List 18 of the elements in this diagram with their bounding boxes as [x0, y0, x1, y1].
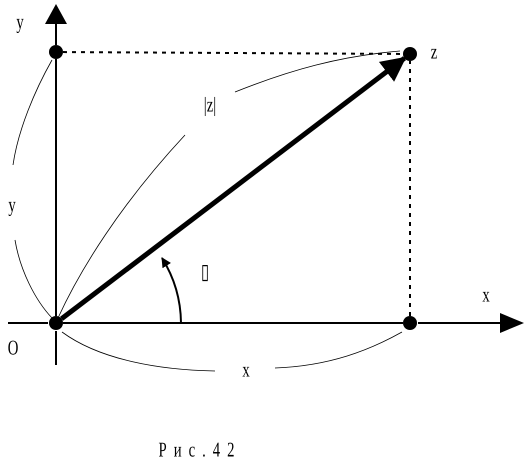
point-dot [403, 47, 417, 61]
dimension-label: y [8, 194, 16, 216]
axis-label: x [482, 284, 490, 306]
point-dot [403, 316, 417, 330]
point-label: z [430, 42, 438, 62]
point-label: O [8, 338, 18, 358]
axis-line [63, 322, 403, 324]
projection-line [409, 61, 411, 316]
modulus-label: |z| [204, 94, 216, 116]
projection-line [63, 51, 403, 55]
point-dot [49, 45, 63, 59]
axis-line [55, 59, 57, 316]
axis-label: y [16, 12, 24, 32]
angle-label: ▯ [200, 262, 210, 282]
point-dot [49, 316, 63, 330]
figure-caption: Рис.42 [158, 440, 242, 460]
dimension-label: x [242, 360, 250, 380]
vector-arrow [60, 56, 406, 321]
